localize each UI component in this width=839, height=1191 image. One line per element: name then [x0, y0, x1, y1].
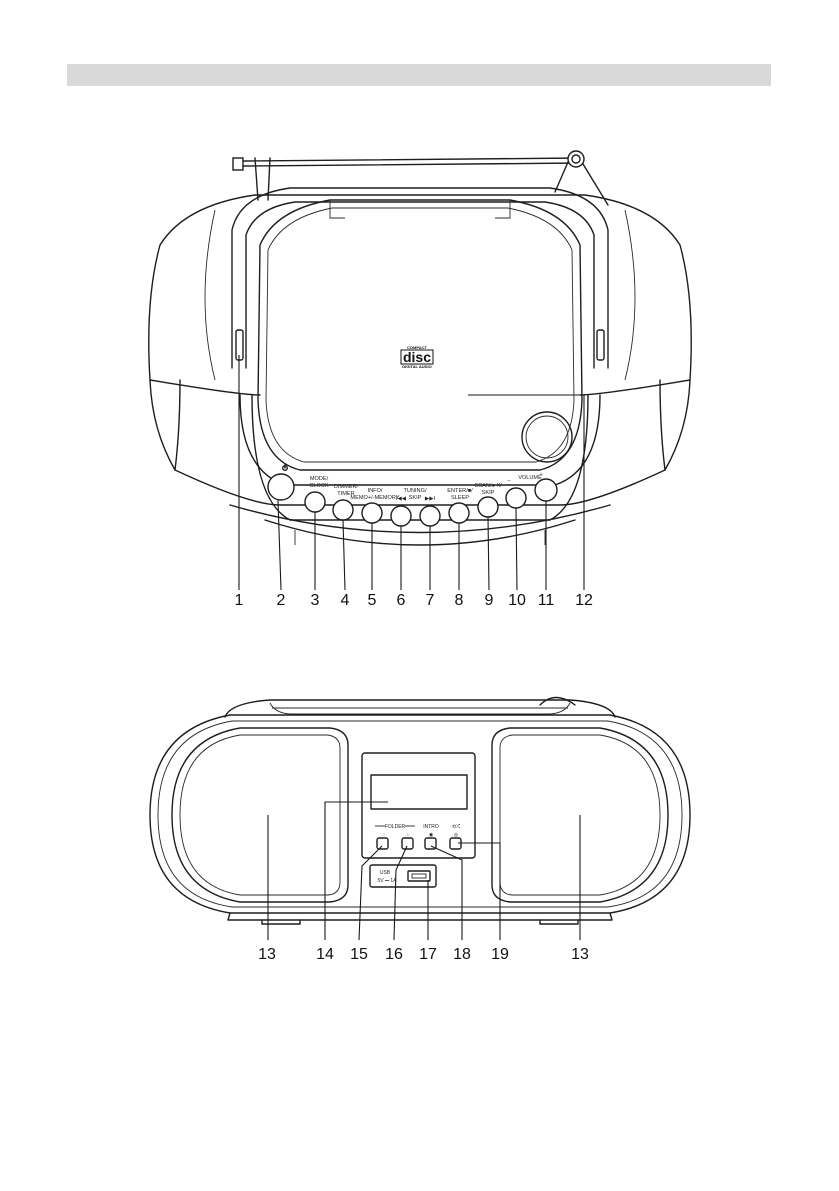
callout-5: 5 — [368, 592, 377, 609]
carry-handle — [232, 188, 608, 368]
callout-3: 3 — [311, 592, 320, 609]
callout-6: 6 — [397, 592, 406, 609]
folder-down-button[interactable] — [402, 838, 413, 849]
callout-13-right: 13 — [571, 946, 589, 963]
intro-icon: ◉ — [429, 832, 434, 838]
scan-skip-label: SKIP — [482, 490, 495, 496]
enter-label: ENTER/■/ — [447, 488, 473, 494]
callout-1: 1 — [235, 592, 244, 609]
scan-label: SCAN/►II/ — [474, 483, 502, 489]
callout-13-left: 13 — [258, 946, 276, 963]
dimmer-timer-button[interactable]: DIMMER/ TIMER — [333, 484, 359, 520]
skip-back-icon: I◀◀ — [396, 496, 407, 502]
volume-plus-sign: + — [539, 472, 542, 478]
usb-socket[interactable] — [408, 871, 430, 881]
callout-15: 15 — [350, 946, 368, 963]
telescopic-antenna — [233, 151, 608, 205]
front-view-diagram: FOLDER ↑ ↓ INTRO ◉ ⟲⤮ ◎ USB 5V ⎓ 1A — [150, 698, 690, 964]
usb-power-label: 5V ⎓ 1A — [378, 878, 398, 884]
folder-up-icon: ↑ — [383, 832, 386, 838]
callout-16: 16 — [385, 946, 403, 963]
callout-19: 19 — [491, 946, 509, 963]
logo-text-disc: disc — [403, 349, 431, 365]
left-speaker-grille — [172, 728, 348, 902]
mode-clock-button[interactable]: MODE/ CLOCK — [305, 476, 329, 512]
intro-label: INTRO — [423, 824, 439, 830]
tuning-label: TUNING/ — [404, 488, 427, 494]
folder-up-button[interactable] — [377, 838, 388, 849]
usb-label: USB — [380, 870, 391, 876]
dimmer-label: DIMMER/ — [334, 484, 359, 490]
mode-label: MODE/ — [310, 476, 329, 482]
callout-18: 18 — [453, 946, 471, 963]
callout-2: 2 — [277, 592, 286, 609]
volume-down-button[interactable]: – — [506, 478, 526, 508]
top-view-diagram: COMPACT disc DIGITAL AUDIO MODE/ CLOCK D… — [149, 151, 692, 609]
lcd-display — [371, 775, 467, 809]
clock-label: CLOCK — [309, 483, 329, 489]
top-view-callouts: 1 2 3 4 5 6 7 8 9 10 11 12 — [235, 592, 593, 609]
repeat-shuffle-icon: ⟲⤮ — [452, 824, 460, 830]
callout-9: 9 — [485, 592, 494, 609]
cd-compartment-lid — [258, 200, 582, 470]
logo-text-digital-audio: DIGITAL AUDIO — [402, 364, 431, 369]
folder-label: FOLDER — [385, 824, 406, 830]
sleep-label: SLEEP — [451, 495, 469, 501]
skip-label: SKIP — [409, 495, 422, 501]
usb-port-area: USB 5V ⎓ 1A — [370, 865, 436, 887]
callout-8: 8 — [455, 592, 464, 609]
callout-17: 17 — [419, 946, 437, 963]
callout-10: 10 — [508, 592, 526, 609]
front-view-callouts: 13 14 15 16 17 18 19 13 — [258, 946, 589, 963]
scan-play-pause-button[interactable]: SCAN/►II/ SKIP — [474, 483, 502, 517]
top-view-leader-lines — [239, 355, 584, 590]
callout-14: 14 — [316, 946, 334, 963]
callout-7: 7 — [426, 592, 435, 609]
power-button[interactable] — [268, 465, 294, 500]
memory-label: MEMO+/-MEMORY — [350, 495, 399, 501]
folder-down-icon: ↓ — [407, 832, 410, 838]
volume-minus-sign: – — [507, 478, 511, 484]
program-icon: ◎ — [454, 832, 459, 838]
top-edge-ridge — [225, 698, 615, 718]
info-label: INFO/ — [368, 488, 383, 494]
callout-11: 11 — [538, 592, 555, 609]
compact-disc-logo: COMPACT disc DIGITAL AUDIO — [401, 345, 433, 369]
skip-forward-icon: ▶▶I — [425, 496, 436, 502]
callout-4: 4 — [341, 592, 350, 609]
callout-12: 12 — [575, 592, 593, 609]
